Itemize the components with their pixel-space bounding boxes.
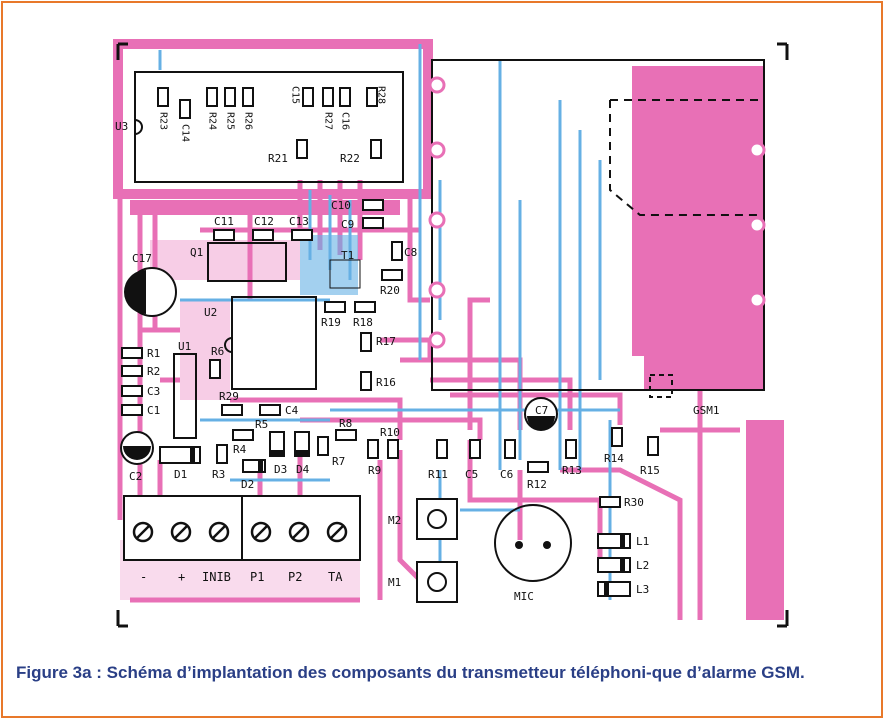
label-c11: C11 bbox=[214, 215, 234, 228]
label-r6: R6 bbox=[211, 345, 224, 358]
label-l2: L2 bbox=[636, 559, 649, 572]
label-r1: R1 bbox=[147, 347, 160, 360]
label-r2: R2 bbox=[147, 365, 160, 378]
label-l3: L3 bbox=[636, 583, 649, 596]
label-u1: U1 bbox=[178, 340, 191, 353]
blue-pad-zone bbox=[300, 235, 358, 295]
label-r30: R30 bbox=[624, 496, 644, 509]
t1-outline bbox=[329, 259, 361, 289]
label-c14: C14 bbox=[180, 124, 191, 142]
microphone-pads bbox=[416, 498, 572, 603]
label-r14: R14 bbox=[604, 452, 624, 465]
label-r26: R26 bbox=[243, 112, 254, 130]
q1-outline bbox=[207, 242, 287, 282]
label-r5: R5 bbox=[255, 418, 268, 431]
label-r16: R16 bbox=[376, 376, 396, 389]
label-r22: R22 bbox=[340, 152, 360, 165]
label-r18: R18 bbox=[353, 316, 373, 329]
label-u3: U3 bbox=[115, 120, 128, 133]
label-c16: C16 bbox=[340, 112, 351, 130]
u3-notch bbox=[134, 119, 143, 135]
label-c2: C2 bbox=[129, 470, 142, 483]
u2-notch bbox=[224, 337, 233, 353]
silkscreen-labels: U3 R21 R22 C10 C9 C11 C12 C13 C8 Q1 T1 C… bbox=[115, 120, 720, 603]
terminal-label: P1 bbox=[250, 570, 264, 584]
label-r15: R15 bbox=[640, 464, 660, 477]
terminal-label: P2 bbox=[288, 570, 302, 584]
label-d1: D1 bbox=[174, 468, 187, 481]
label-l1: L1 bbox=[636, 535, 649, 548]
label-r27: R27 bbox=[323, 112, 334, 130]
label-r20: R20 bbox=[380, 284, 400, 297]
label-d3: D3 bbox=[274, 463, 287, 476]
label-r24: R24 bbox=[207, 112, 218, 130]
label-r28: R28 bbox=[376, 86, 387, 104]
label-d4: D4 bbox=[296, 463, 310, 476]
label-c5: C5 bbox=[465, 468, 478, 481]
label-mic: MIC bbox=[514, 590, 534, 603]
terminal-labels: - + INIB P1 P2 TA bbox=[140, 570, 343, 584]
label-t1: T1 bbox=[341, 249, 354, 262]
label-m1: M1 bbox=[388, 576, 401, 589]
label-u2: U2 bbox=[204, 306, 217, 319]
diode-bands bbox=[190, 447, 625, 596]
label-m2: M2 bbox=[388, 514, 401, 527]
label-c8: C8 bbox=[404, 246, 417, 259]
label-r12: R12 bbox=[527, 478, 547, 491]
label-r19: R19 bbox=[321, 316, 341, 329]
label-r21: R21 bbox=[268, 152, 288, 165]
label-c15: C15 bbox=[290, 86, 301, 104]
electrolytic-caps bbox=[120, 267, 558, 465]
label-c6: C6 bbox=[500, 468, 513, 481]
label-gsm1: GSM1 bbox=[693, 404, 720, 417]
u3-outline bbox=[134, 71, 404, 183]
terminal-label: + bbox=[178, 570, 185, 584]
label-r17: R17 bbox=[376, 335, 396, 348]
terminal-label: TA bbox=[328, 570, 343, 584]
vertical-labels: R23 C14 R24 R25 R26 C15 R27 C16 R28 bbox=[158, 86, 387, 142]
u1-outline bbox=[173, 353, 197, 439]
label-r8: R8 bbox=[339, 417, 352, 430]
pcb-layout: - + INIB P1 P2 TA U3 R21 R22 C10 C9 C11 … bbox=[113, 39, 790, 628]
figure-caption: Figure 3a : Schéma d’implantation des co… bbox=[16, 663, 805, 682]
label-c7: C7 bbox=[535, 404, 548, 417]
label-c12: C12 bbox=[254, 215, 274, 228]
label-r7: R7 bbox=[332, 455, 345, 468]
label-r3: R3 bbox=[212, 468, 225, 481]
label-r11: R11 bbox=[428, 468, 448, 481]
u2-outline bbox=[231, 296, 317, 390]
label-c17: C17 bbox=[132, 252, 152, 265]
terminal-block bbox=[123, 495, 361, 561]
label-r13: R13 bbox=[562, 464, 582, 477]
label-r25: R25 bbox=[225, 112, 236, 130]
gsm-module bbox=[428, 59, 766, 398]
label-d2: D2 bbox=[241, 478, 254, 491]
terminal-label: INIB bbox=[202, 570, 231, 584]
label-q1: Q1 bbox=[190, 246, 203, 259]
label-c4: C4 bbox=[285, 404, 299, 417]
label-c9: C9 bbox=[341, 218, 354, 231]
label-r29: R29 bbox=[219, 390, 239, 403]
label-c10: C10 bbox=[331, 199, 351, 212]
label-r4: R4 bbox=[233, 443, 247, 456]
label-c3: C3 bbox=[147, 385, 160, 398]
terminal-label: - bbox=[140, 570, 147, 584]
board-corner-marks bbox=[116, 42, 789, 628]
label-r23: R23 bbox=[158, 112, 169, 130]
label-c13: C13 bbox=[289, 215, 309, 228]
label-r9: R9 bbox=[368, 464, 381, 477]
label-r10: R10 bbox=[380, 426, 400, 439]
label-c1: C1 bbox=[147, 404, 160, 417]
